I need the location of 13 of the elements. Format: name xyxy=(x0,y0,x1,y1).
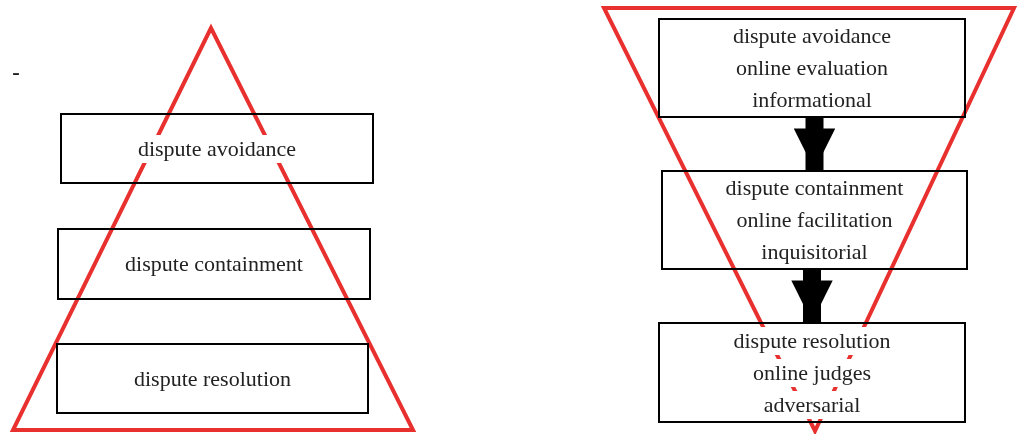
text-box xyxy=(658,322,966,423)
text-box xyxy=(57,228,371,300)
block-arrow xyxy=(793,118,836,170)
dash-mark: - xyxy=(12,58,20,86)
block-arrow xyxy=(791,270,833,322)
text-box xyxy=(60,113,374,184)
box-text: adversarial xyxy=(763,390,861,419)
box-text: dispute resolution xyxy=(733,326,891,355)
text-box xyxy=(658,18,966,118)
box-text: dispute avoidance xyxy=(137,134,297,163)
text-box xyxy=(56,343,369,414)
text-box xyxy=(661,170,968,270)
box-text: online judges xyxy=(753,358,871,387)
